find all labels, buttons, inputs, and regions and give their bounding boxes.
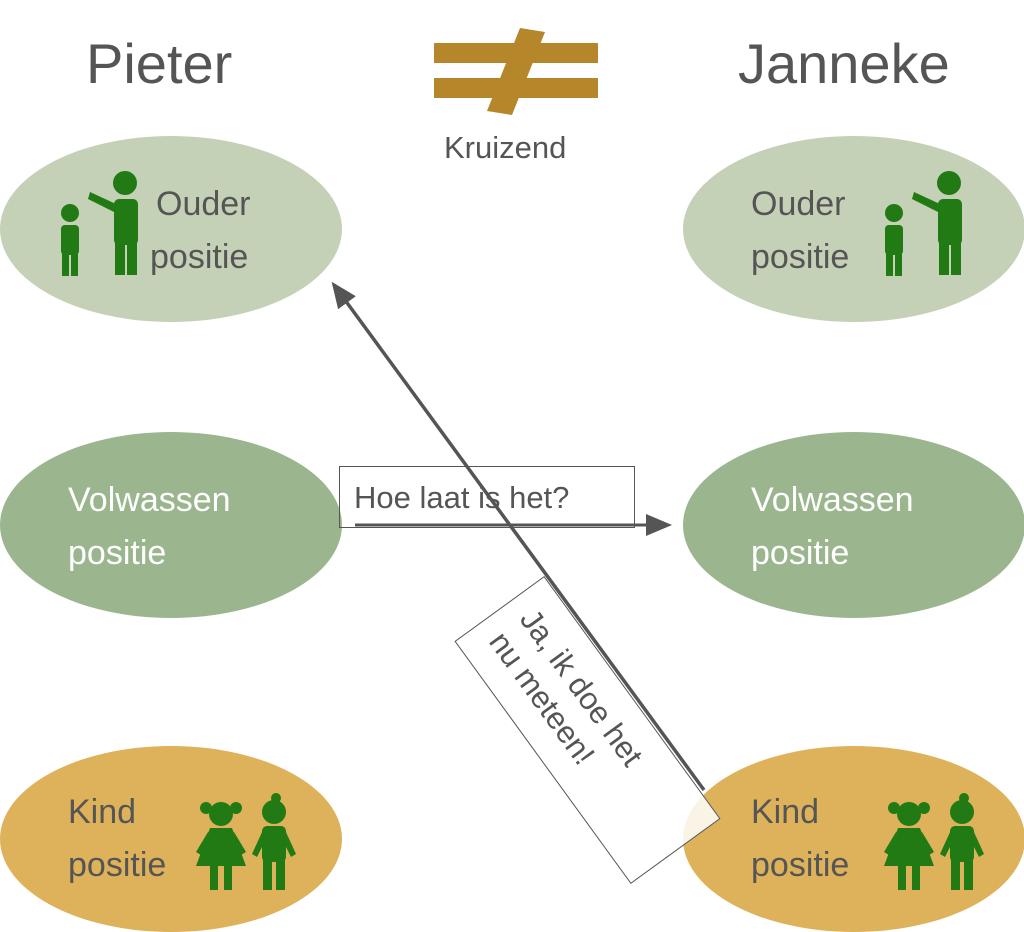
left-ouder-state xyxy=(0,136,342,322)
parent-child-icon xyxy=(61,171,138,276)
right-volwassen-state xyxy=(683,432,1024,618)
right-ouder-label: Ouder positie xyxy=(751,185,850,276)
stimulus-message: Hoe laat is het? xyxy=(339,466,635,528)
children-icon xyxy=(196,793,296,890)
children-icon xyxy=(884,793,984,890)
left-kind-label: Kind positie xyxy=(68,793,167,884)
right-kind-label: Kind positie xyxy=(751,793,850,884)
right-person-name: Janneke xyxy=(738,32,950,95)
left-ouder-label: Ouder positie xyxy=(150,185,251,276)
left-volwassen-label: Volwassen positie xyxy=(68,481,231,572)
left-person-name: Pieter xyxy=(86,32,233,95)
right-volwassen-label: Volwassen positie xyxy=(751,481,914,572)
transaction-type-label: Kruizend xyxy=(444,130,567,165)
right-ouder-state xyxy=(683,136,1024,322)
response-arrow xyxy=(331,281,706,792)
left-volwassen-state xyxy=(0,432,342,618)
parent-child-icon xyxy=(885,171,962,276)
